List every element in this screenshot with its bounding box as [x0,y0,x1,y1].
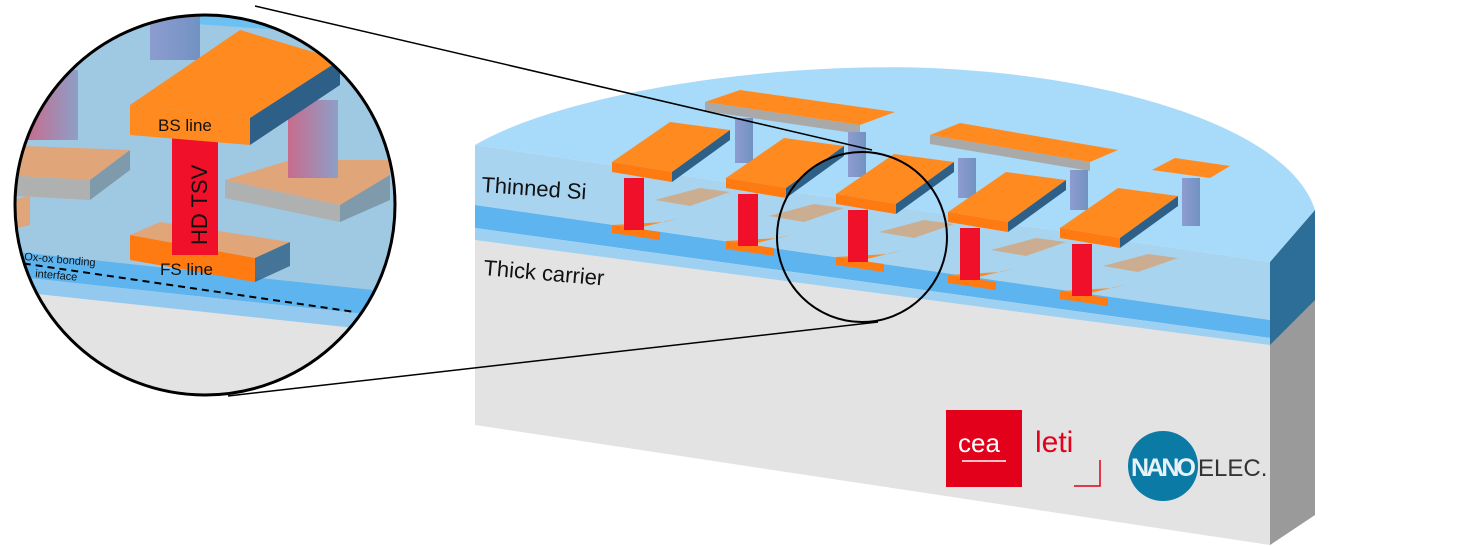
hd-tsv-label: HD TSV [187,164,212,245]
leti-logo-text: leti [1035,426,1073,459]
pillar [1182,178,1200,226]
bonding-label-2: interface [35,268,78,284]
pillar [1070,170,1088,210]
magnifier-circle [13,13,397,397]
tsv-unit [612,122,730,240]
bs-top-bar [930,123,1118,162]
pillar [848,132,866,177]
interconnects [612,90,1230,306]
wafer-side-blue [1270,210,1315,345]
bs-top-bar-front [705,102,860,134]
hd-tsv [172,133,218,255]
bonding-oxide-layer [475,205,1270,338]
bs-line [130,105,250,145]
bs-line-label: BS line [158,116,212,135]
bs-top-bar [1152,158,1230,178]
zoom-line-top [254,5,873,151]
nanoelec-logo-a: NANO [1131,454,1196,482]
thinned-si-layer [475,145,1270,320]
bs-top-bar-front [930,135,1090,171]
magnified-view: BS line FS line HD TSV Ox-ox bonding int… [15,15,395,395]
fs-line-label: FS line [160,260,213,279]
pillar [958,158,976,198]
nanoelec-logo-b: ELEC. [1198,455,1267,482]
bs-top-bar [705,90,895,125]
zoom-source-circle [776,151,948,323]
zoom-line-bottom [227,321,879,397]
cea-logo-text: cea [958,428,1000,458]
cea-leti-logo: cea leti [946,410,1101,487]
nanoelec-logo: NANO ELEC. [1128,431,1267,501]
fs-line [130,235,255,282]
bottom-oxide-layer [475,228,1270,345]
pillar [735,118,753,163]
